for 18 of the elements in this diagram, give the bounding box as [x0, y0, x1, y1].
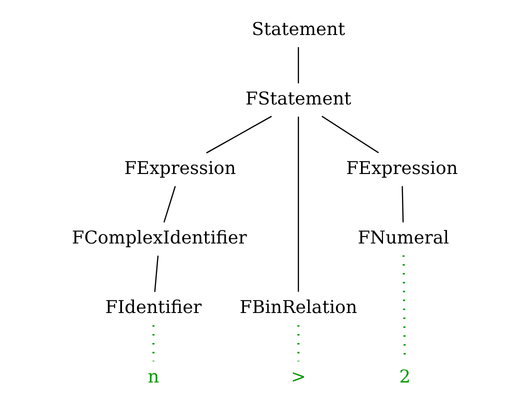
node-text: >	[290, 367, 306, 388]
connector	[321, 116, 378, 154]
node-text: 2	[398, 367, 410, 388]
node-text: FNumeral	[357, 228, 449, 248]
node-text: FComplexIdentifier	[71, 228, 246, 248]
node-text: FExpression	[346, 158, 458, 179]
node-text: FStatement	[245, 89, 351, 110]
connector	[206, 116, 272, 154]
connector	[297, 116, 298, 292]
node-text: FBinRelation	[239, 298, 357, 318]
connector	[154, 256, 158, 292]
connector	[162, 186, 176, 223]
node-text: FIdentifier	[104, 298, 202, 318]
node-text: FExpression	[124, 158, 236, 179]
node-text: Statement	[251, 20, 345, 40]
connector	[297, 47, 298, 84]
node-text: n	[147, 367, 159, 388]
connector	[401, 186, 404, 222]
